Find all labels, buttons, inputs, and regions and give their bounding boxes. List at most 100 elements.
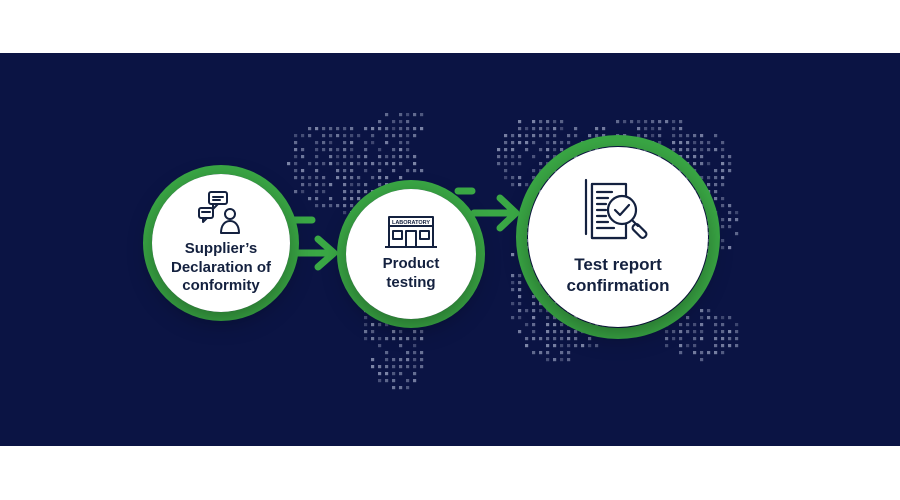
map-dot [539, 148, 543, 152]
map-dot [588, 134, 592, 138]
map-dot [623, 120, 627, 124]
map-dot [707, 141, 711, 145]
map-dot [721, 246, 725, 250]
map-dot [378, 120, 382, 124]
map-dot [378, 176, 382, 180]
map-dot [322, 141, 326, 145]
map-dot [567, 351, 571, 355]
map-dot [364, 323, 368, 327]
map-dot [378, 372, 382, 376]
map-dot [511, 183, 515, 187]
map-dot [343, 134, 347, 138]
map-dot [693, 134, 697, 138]
map-dot [539, 134, 543, 138]
map-dot [700, 141, 704, 145]
map-dot [518, 281, 522, 285]
map-dot [658, 134, 662, 138]
map-dot [735, 344, 739, 348]
map-dot [693, 337, 697, 341]
map-dot [546, 323, 550, 327]
map-dot [511, 274, 515, 278]
map-dot [511, 302, 515, 306]
map-dot [630, 120, 634, 124]
map-dot [385, 379, 389, 383]
map-dot [518, 162, 522, 166]
map-dot [287, 162, 291, 166]
map-dot [504, 141, 508, 145]
map-dot [406, 155, 410, 159]
map-dot [518, 155, 522, 159]
map-dot [665, 330, 669, 334]
map-dot [700, 351, 704, 355]
map-dot [735, 211, 739, 215]
map-dot [511, 148, 515, 152]
map-dot [504, 134, 508, 138]
map-dot [350, 141, 354, 145]
chat-person-icon [198, 190, 240, 234]
map-dot [420, 337, 424, 341]
map-dot [518, 309, 522, 313]
map-dot [532, 309, 536, 313]
map-dot [315, 197, 319, 201]
map-dot [679, 330, 683, 334]
map-dot [679, 148, 683, 152]
map-dot [735, 323, 739, 327]
map-dot [539, 162, 543, 166]
map-dot [357, 176, 361, 180]
map-dot [371, 365, 375, 369]
map-dot [315, 204, 319, 208]
map-dot [364, 162, 368, 166]
map-dot [336, 155, 340, 159]
map-dot [532, 330, 536, 334]
map-dot [532, 169, 536, 173]
map-dot [700, 155, 704, 159]
map-dot [546, 148, 550, 152]
map-dot [700, 330, 704, 334]
map-dot [343, 162, 347, 166]
map-dot [679, 120, 683, 124]
map-dot [399, 176, 403, 180]
map-dot [567, 344, 571, 348]
map-dot [413, 134, 417, 138]
map-dot [399, 148, 403, 152]
map-dot [721, 141, 725, 145]
map-dot [686, 141, 690, 145]
map-dot [651, 134, 655, 138]
map-dot [350, 204, 354, 208]
map-dot [553, 330, 557, 334]
map-dot [350, 183, 354, 187]
map-dot [525, 183, 529, 187]
map-dot [721, 197, 725, 201]
map-dot [378, 155, 382, 159]
step-2-label: Product testing [382, 255, 440, 291]
map-dot [371, 141, 375, 145]
map-dot [553, 323, 557, 327]
map-dot [504, 162, 508, 166]
map-dot [728, 155, 732, 159]
map-dot [532, 127, 536, 131]
map-dot [532, 302, 536, 306]
map-dot [343, 169, 347, 173]
map-dot [392, 379, 396, 383]
map-dot [378, 127, 382, 131]
map-dot [364, 155, 368, 159]
map-dot [322, 176, 326, 180]
laboratory-building-icon: LABORATORY [385, 216, 437, 249]
map-dot [553, 141, 557, 145]
map-dot [504, 176, 508, 180]
map-dot [518, 127, 522, 131]
map-dot [399, 365, 403, 369]
map-dot [560, 127, 564, 131]
map-dot [679, 141, 683, 145]
map-dot [350, 190, 354, 194]
map-dot [707, 351, 711, 355]
map-dot [343, 127, 347, 131]
map-dot [511, 155, 515, 159]
map-dot [672, 330, 676, 334]
map-dot [511, 288, 515, 292]
map-dot [546, 344, 550, 348]
map-dot [511, 141, 515, 145]
map-dot [336, 176, 340, 180]
map-dot [679, 127, 683, 131]
map-dot [511, 176, 515, 180]
